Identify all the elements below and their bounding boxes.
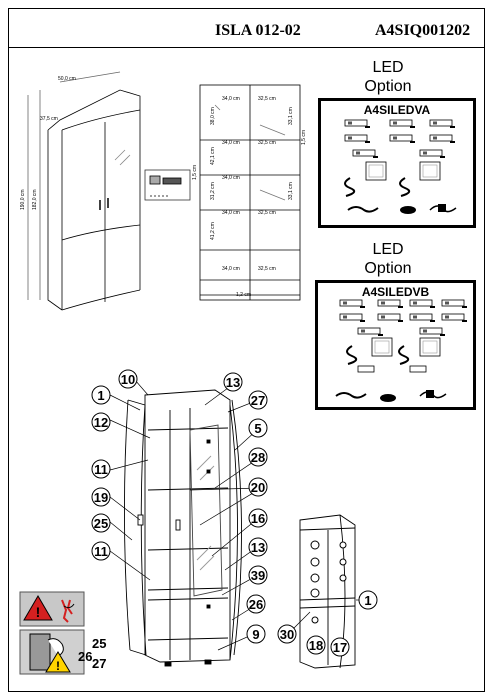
led-kit-a-items: [344, 119, 457, 214]
warning-part-number: 27: [92, 656, 106, 671]
led-kit-code: A4SILEDVB: [361, 285, 430, 299]
dim-shelf-width: 34,0 cm: [222, 266, 240, 272]
dim-shelf-height: 31,2 cm: [210, 182, 216, 200]
part-number: 19: [94, 490, 108, 505]
warning-part-number: 26: [78, 649, 92, 664]
dim-base: 1,2 cm: [236, 292, 251, 298]
part-number: 1: [364, 593, 371, 608]
assembly-warning-icon: !: [19, 629, 85, 675]
dim-shelf-width: 34,0 cm: [222, 140, 240, 146]
dim-height: 190,0 cm: [20, 189, 26, 210]
part-number: 11: [94, 544, 108, 559]
part-number: 16: [251, 511, 265, 526]
cabinet-dimension-view: [27, 71, 141, 311]
part-number: 1: [97, 388, 104, 403]
dim-gap: 1,5 cm: [301, 130, 307, 145]
part-number: 11: [94, 462, 108, 477]
exploded-cabinet: [123, 389, 242, 667]
dim-shelf-height: 41,2 cm: [210, 222, 216, 240]
svg-text:!: !: [56, 659, 60, 673]
assembled-leaders: [289, 599, 368, 633]
part-number: 39: [251, 568, 265, 583]
fragile-warning-icon: !: [19, 591, 85, 627]
dim-column-width: 32,5 cm: [258, 210, 276, 216]
part-number: 12: [94, 415, 108, 430]
dim-height-inner: 182,0 cm: [32, 189, 38, 210]
dim-column-width: 32,5 cm: [258, 266, 276, 272]
dim-column-width: 32,5 cm: [258, 96, 276, 102]
part-number: 10: [121, 372, 135, 387]
page-border: [8, 8, 485, 692]
part-callout: [330, 637, 350, 657]
part-number: 25: [94, 516, 108, 531]
part-number: 17: [333, 640, 347, 655]
part-number: 18: [309, 638, 323, 653]
part-number: 27: [251, 393, 265, 408]
hinge-detail: [144, 169, 191, 201]
led-kit-box: A4SILEDVA: [318, 98, 476, 228]
part-number: 26: [249, 597, 263, 612]
dim-shelf-height: 33,1 cm: [288, 182, 294, 200]
warning-part-number: 25: [92, 636, 106, 651]
dim-shelf-height: 33,1 cm: [288, 107, 294, 125]
part-callout: [306, 635, 326, 655]
product-code: A4SIQ001202: [375, 22, 471, 39]
dim-shelf-height: 42,1 cm: [210, 147, 216, 165]
part-callouts: [91, 369, 268, 644]
dim-shelf-width: 34,0 cm: [222, 210, 240, 216]
cabinet-front-elevation: [199, 84, 301, 301]
dim-shelf-width: 34,0 cm: [222, 96, 240, 102]
part-number: 5: [254, 421, 261, 436]
led-kit-code: A4SILEDVA: [363, 103, 431, 117]
leader-lines: [109, 379, 259, 651]
dim-shelf-height: 38,0 cm: [210, 107, 216, 125]
part-callout: [277, 624, 297, 644]
part-number: 20: [251, 480, 265, 495]
dim-column-width: 32,5 cm: [258, 140, 276, 146]
dim-depth: 37,5 cm: [40, 116, 58, 122]
part-number: 9: [252, 627, 259, 642]
led-kit-b-items: [335, 299, 468, 402]
part-callout: [358, 590, 378, 610]
part-number: 13: [226, 375, 240, 390]
part-number: 30: [280, 627, 294, 642]
svg-text:!: !: [36, 604, 41, 620]
header-bar: [8, 8, 485, 48]
part-number: 28: [251, 450, 265, 465]
part-number: 13: [251, 540, 265, 555]
assembled-cabinet-markers: [310, 540, 347, 624]
dim-width: 50,0 cm: [58, 76, 76, 82]
dim-gap: 1,5 cm: [192, 165, 198, 180]
dim-shelf-width: 34,0 cm: [222, 175, 240, 181]
model-title: ISLA 012-02: [215, 22, 301, 39]
